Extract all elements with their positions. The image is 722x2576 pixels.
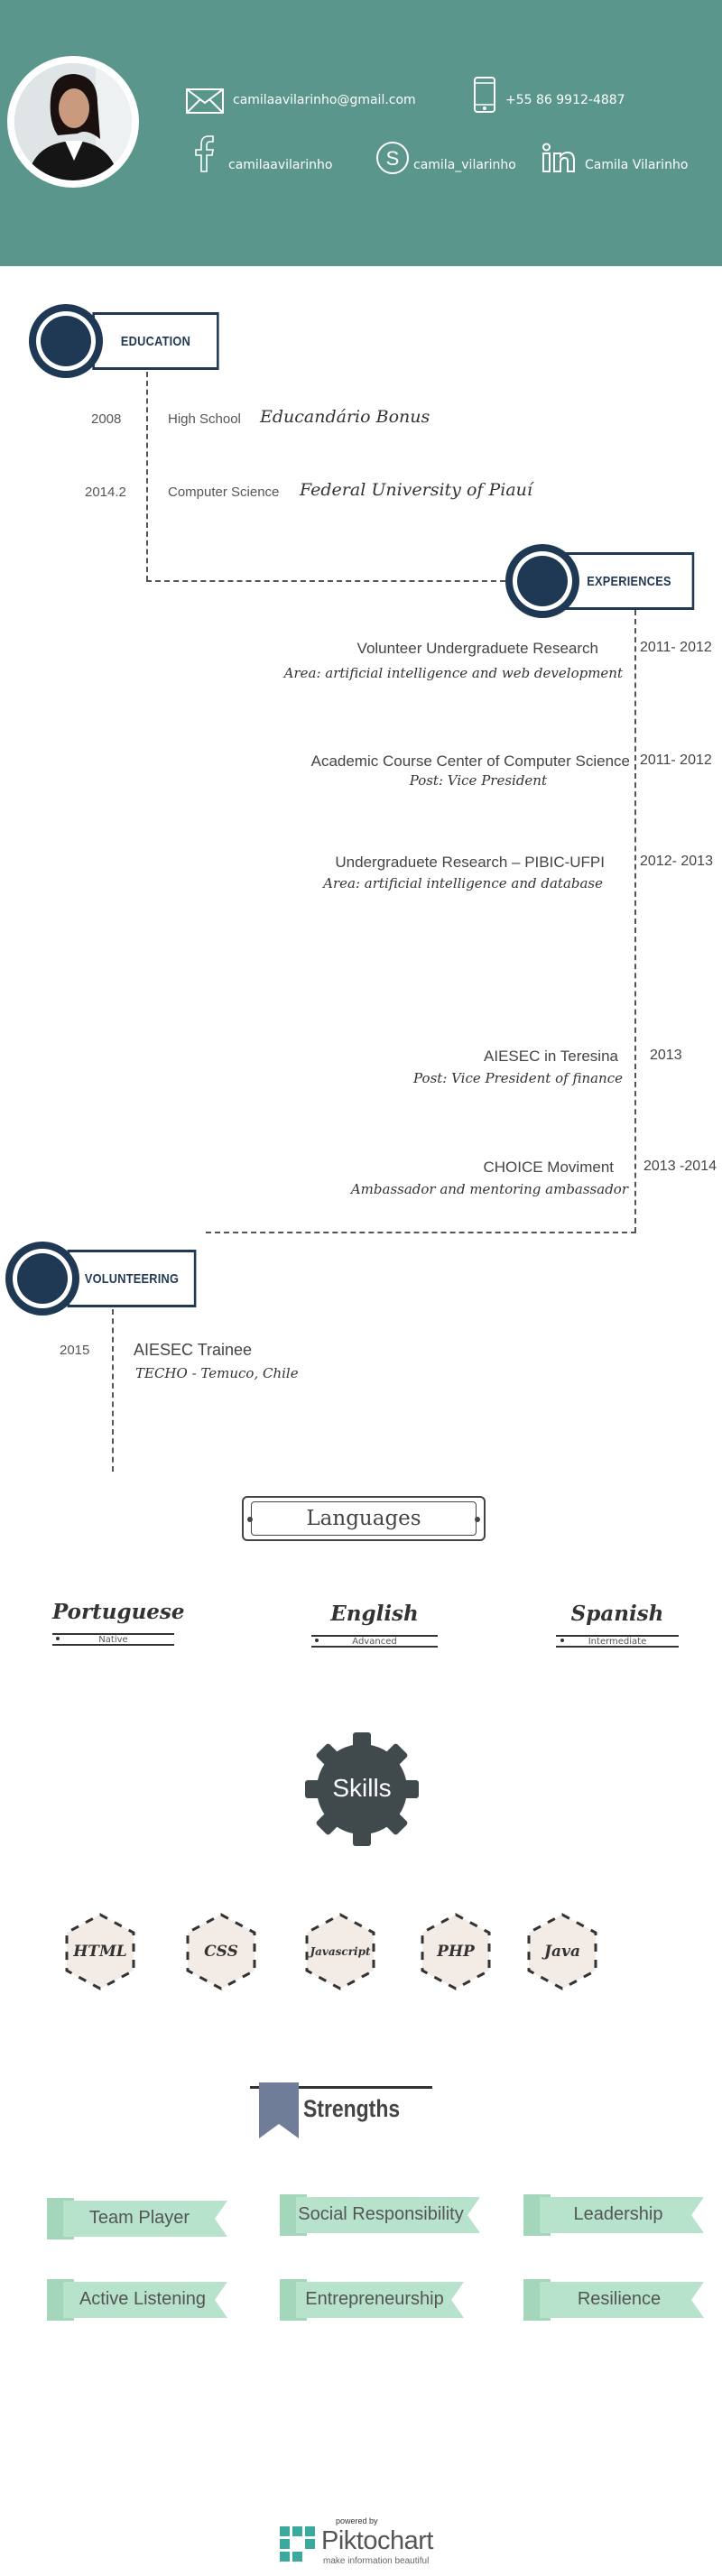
experience-subtitle: Area: artificial intelligence and web de… xyxy=(283,665,623,681)
strength-ribbon: Active Listening xyxy=(47,2279,229,2324)
languages-heading: Languages xyxy=(251,1501,477,1536)
strength-label: Entrepreneurship xyxy=(305,2289,444,2309)
experience-year: 2013 -2014 xyxy=(643,1159,717,1174)
language-name: Portuguese xyxy=(52,1600,185,1624)
skills-heading: Skills xyxy=(332,1774,392,1802)
language-name: English xyxy=(330,1602,419,1626)
education-connector xyxy=(146,580,505,582)
strength-label: Resilience xyxy=(577,2289,662,2309)
language-level: Intermediate xyxy=(556,1635,679,1648)
phone-text[interactable]: +55 86 9912-4887 xyxy=(505,93,625,107)
strength-ribbon: Social Responsibility xyxy=(280,2194,482,2239)
piktochart-tagline: make information beautiful xyxy=(323,2556,430,2566)
experience-subtitle: Post: Vice President xyxy=(409,772,547,789)
strength-label: Social Responsibility xyxy=(298,2204,464,2224)
linkedin-text[interactable]: Camila Vilarinho xyxy=(585,158,689,172)
volunteering-title: AIESEC Trainee xyxy=(134,1341,253,1359)
experiences-circle-core xyxy=(517,556,568,606)
skill-label: PHP xyxy=(437,1943,475,1961)
skill-badge: PHP xyxy=(415,1911,496,1992)
skype-text[interactable]: camila_vilarinho xyxy=(413,158,516,172)
avatar xyxy=(14,63,132,180)
experiences-timeline xyxy=(634,610,636,1233)
volunteering-circle-core xyxy=(17,1253,68,1304)
experiences-heading: EXPERIENCES xyxy=(563,552,695,610)
language-level: Native xyxy=(52,1633,174,1646)
language-name: Spanish xyxy=(570,1602,664,1626)
piktochart-brand[interactable]: Piktochart xyxy=(321,2526,433,2555)
banner-dot-icon xyxy=(475,1517,480,1522)
experience-year: 2013 xyxy=(650,1048,682,1063)
banner-dot-icon xyxy=(247,1517,253,1522)
experience-subtitle: Area: artificial intelligence and databa… xyxy=(323,875,603,891)
experience-year: 2011- 2012 xyxy=(640,752,712,768)
skill-badge: Java xyxy=(522,1911,603,1992)
svg-text:S: S xyxy=(386,147,400,170)
education-school: Federal University of Piauí xyxy=(300,480,532,500)
strength-label: Leadership xyxy=(573,2204,663,2224)
strength-ribbon: Team Player xyxy=(47,2198,229,2243)
facebook-icon xyxy=(193,135,215,177)
skill-badge: Javascript xyxy=(300,1911,381,1992)
education-type: Computer Science xyxy=(168,485,280,500)
experience-title: Academic Course Center of Computer Scien… xyxy=(310,752,630,770)
skill-badge: HTML xyxy=(60,1911,141,1992)
phone-icon xyxy=(473,76,496,117)
languages-banner: Languages xyxy=(242,1496,486,1541)
facebook-text[interactable]: camilaavilarinho xyxy=(228,158,333,172)
skill-label: Java xyxy=(544,1943,580,1961)
skill-label: Javascript xyxy=(310,1945,371,1958)
education-year: 2014.2 xyxy=(85,485,126,500)
education-timeline xyxy=(146,372,148,581)
bullet-icon xyxy=(56,1637,60,1640)
volunteering-subtitle: TECHO - Temuco, Chile xyxy=(135,1365,299,1381)
education-heading: EDUCATION xyxy=(92,312,219,370)
education-school: Educandário Bonus xyxy=(260,407,430,427)
skype-icon: S xyxy=(375,141,410,179)
skill-label: HTML xyxy=(73,1943,127,1961)
volunteering-heading: VOLUNTEERING xyxy=(67,1250,197,1307)
experience-title: AIESEC in Teresina xyxy=(484,1048,618,1065)
gear-icon xyxy=(303,1731,421,1851)
education-circle-core xyxy=(41,316,91,366)
strength-ribbon: Resilience xyxy=(523,2279,706,2324)
strength-ribbon: Leadership xyxy=(523,2194,706,2239)
experience-year: 2012- 2013 xyxy=(640,854,713,869)
volunteering-year: 2015 xyxy=(60,1343,90,1358)
experiences-connector xyxy=(206,1232,636,1233)
strength-label: Team Player xyxy=(88,2208,190,2228)
strengths-rule xyxy=(250,2086,432,2089)
volunteering-timeline xyxy=(112,1309,114,1472)
piktochart-logo-icon xyxy=(280,2526,316,2566)
bookmark-icon xyxy=(259,2082,299,2142)
linkedin-icon xyxy=(542,143,576,177)
experience-title: Undergraduete Research – PIBIC-UFPI xyxy=(335,854,605,871)
language-level: Advanced xyxy=(311,1635,438,1648)
skill-label: CSS xyxy=(204,1943,238,1961)
skill-badge: CSS xyxy=(180,1911,262,1992)
strength-ribbon: Entrepreneurship xyxy=(280,2279,466,2324)
experience-subtitle: Ambassador and mentoring ambassador xyxy=(350,1181,628,1197)
bullet-icon xyxy=(315,1639,319,1642)
strength-label: Active Listening xyxy=(79,2289,207,2309)
experience-title: CHOICE Moviment xyxy=(483,1159,614,1176)
email-text[interactable]: camilaavilarinho@gmail.com xyxy=(233,93,416,107)
experience-year: 2011- 2012 xyxy=(640,640,712,655)
powered-by-text: powered by xyxy=(336,2516,378,2525)
education-type: High School xyxy=(168,411,241,427)
experience-subtitle: Post: Vice President of finance xyxy=(413,1070,623,1086)
email-icon xyxy=(186,88,224,117)
experience-title: Volunteer Undergraduete Research xyxy=(356,640,598,657)
bullet-icon xyxy=(560,1639,564,1642)
strengths-heading: Strengths xyxy=(303,2095,401,2122)
education-year: 2008 xyxy=(91,411,122,427)
